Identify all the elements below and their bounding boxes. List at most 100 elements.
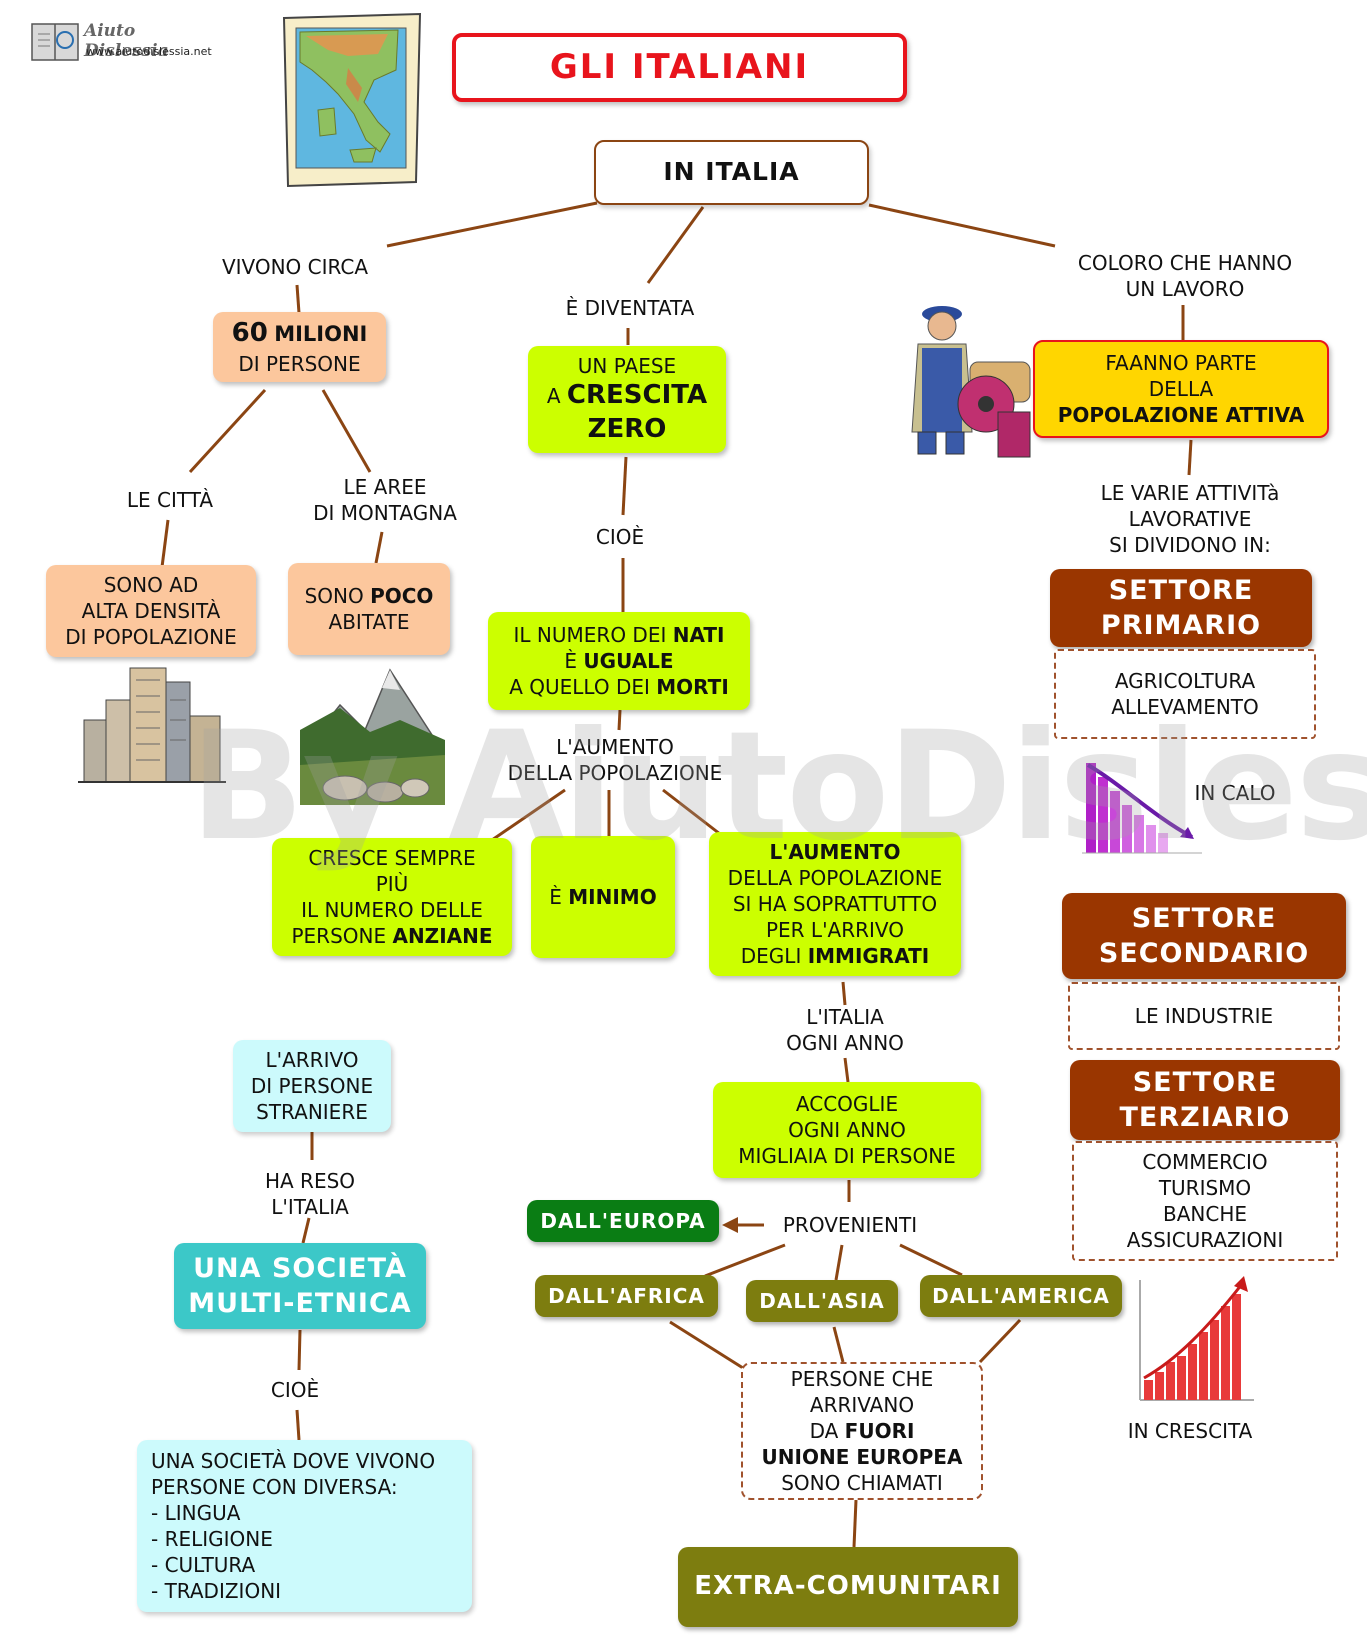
settore-secondario-items: LE INDUSTRIE — [1068, 982, 1340, 1050]
node-nati-line3-a: A QUELLO DEI — [509, 675, 657, 699]
settore-primario: SETTORE PRIMARIO — [1050, 569, 1312, 647]
settore-terziario-line1: SETTORE — [1132, 1066, 1278, 1098]
terziario-item-2: TURISMO — [1158, 1176, 1252, 1200]
link-italia-ogni-anno: L'ITALIA OGNI ANNO — [760, 1004, 930, 1056]
label-in-crescita: IN CRESCITA — [1127, 1419, 1253, 1443]
node-dall-america-text: DALL'AMERICA — [932, 1284, 1110, 1308]
node-extra-comunitari: EXTRA-COMUNITARI — [678, 1547, 1018, 1627]
settore-primario-line2: PRIMARIO — [1100, 610, 1262, 641]
node-dall-europa: DALL'EUROPA — [527, 1200, 719, 1242]
secondario-item-1: LE INDUSTRIE — [1134, 1004, 1274, 1028]
page-title-text: GLI ITALIANI — [549, 47, 810, 88]
node-minimo-a: È — [549, 885, 569, 909]
node-60-number: 60 — [231, 318, 268, 349]
node-attiva-line2: DELLA — [1148, 377, 1214, 401]
link-italia-line2: OGNI ANNO — [786, 1031, 904, 1055]
terziario-item-3: BANCHE — [1162, 1202, 1247, 1226]
node-fuori-line3: DA FUORI — [810, 1418, 915, 1444]
node-immig-bold: IMMIGRATI — [807, 944, 930, 968]
primario-item-1: AGRICOLTURA — [1114, 669, 1256, 693]
settore-secondario-line2: SECONDARIO — [1098, 938, 1310, 969]
node-dall-asia: DALL'ASIA — [746, 1280, 898, 1322]
node-poco-pre: SONO — [304, 584, 371, 608]
node-poco-abitate: SONO POCO ABITATE — [288, 563, 450, 655]
node-nati-line2: È UGUALE — [564, 648, 673, 674]
link-provenienti: PROVENIENTI — [782, 1213, 918, 1237]
node-immig-line1: L'AUMENTO — [769, 840, 901, 864]
node-arrivo-line3: STRANIERE — [256, 1100, 368, 1124]
logo[interactable]: Aiuto Dislessia www.aiutodislessia.net — [30, 20, 220, 66]
link-le-citta: LE CITTÀ — [126, 488, 214, 512]
book-icon — [31, 23, 79, 61]
node-alta-line3: DI POPOLAZIONE — [65, 625, 237, 649]
node-crescita-line2: A CRESCITA — [547, 379, 707, 413]
link-attivita-lavorative: LE VARIE ATTIVITà LAVORATIVE SI DIVIDONO… — [1060, 480, 1320, 558]
node-minimo-line: È MINIMO — [549, 884, 656, 910]
node-immig-line2: DELLA POPOLAZIONE — [727, 866, 943, 890]
node-multi-line2: MULTI-ETNICA — [188, 1288, 412, 1319]
node-arrivo-line2: DI PERSONE — [250, 1074, 374, 1098]
worker-illustration — [911, 306, 1031, 458]
node-crescita-bold2: ZERO — [587, 413, 667, 444]
node-accoglie-line3: MIGLIAIA DI PERSONE — [738, 1144, 956, 1168]
link-aumento-popolazione: L'AUMENTO DELLA POPOLAZIONE — [495, 734, 735, 786]
link-coloro-lavoro: COLORO CHE HANNO UN LAVORO — [1055, 250, 1315, 302]
node-poco-line1: SONO POCO — [305, 583, 434, 609]
node-anziane-line1: CRESCE SEMPRE — [308, 846, 476, 870]
city-buildings-illustration — [78, 667, 226, 783]
node-60-milioni: 60 MILIONI DI PERSONE — [213, 312, 386, 382]
node-dall-africa-text: DALL'AFRICA — [548, 1284, 705, 1308]
node-nati-line3: A QUELLO DEI MORTI — [509, 674, 729, 700]
node-morti-bold: MORTI — [656, 675, 729, 699]
node-fuori-line4: UNIONE EUROPEA — [761, 1445, 963, 1469]
node-anziane-line2: PIÙ — [375, 872, 409, 896]
node-fuori-ue: PERSONE CHE ARRIVANO DA FUORI UNIONE EUR… — [741, 1362, 983, 1500]
node-extra-text: EXTRA-COMUNITARI — [694, 1571, 1002, 1602]
link-e-diventata: È DIVENTATA — [565, 296, 695, 320]
node-immig-line3: SI HA SOPRATTUTTO — [732, 892, 938, 916]
link-coloro-line1: COLORO CHE HANNO — [1077, 251, 1293, 275]
link-aree-line2: DI MONTAGNA — [313, 501, 457, 525]
primario-item-2: ALLEVAMENTO — [1111, 695, 1259, 719]
link-aumento-line1: L'AUMENTO — [556, 735, 674, 759]
link-coloro-line2: UN LAVORO — [1125, 277, 1245, 301]
node-poco-line2: ABITATE — [328, 610, 410, 634]
node-dettaglio-line4: - RELIGIONE — [151, 1527, 273, 1551]
node-accoglie-line2: OGNI ANNO — [788, 1118, 906, 1142]
link-aumento-line2: DELLA POPOLAZIONE — [507, 761, 723, 785]
node-attiva-line3: POPOLAZIONE ATTIVA — [1057, 403, 1305, 427]
node-immigrati: L'AUMENTO DELLA POPOLAZIONE SI HA SOPRAT… — [709, 832, 961, 976]
link-attivita-line3: SI DIVIDONO IN: — [1109, 533, 1271, 557]
node-crescita-a: A — [546, 383, 567, 408]
node-dettaglio-line5: - CULTURA — [151, 1553, 256, 1577]
node-crescita-bold1: CRESCITA — [566, 379, 708, 410]
settore-terziario: SETTORE TERZIARIO — [1070, 1060, 1340, 1140]
link-vivono-circa: VIVONO CIRCA — [221, 255, 369, 279]
node-fuori-bold: FUORI — [844, 1419, 915, 1443]
node-anziane: CRESCE SEMPRE PIÙ IL NUMERO DELLE PERSON… — [272, 838, 512, 956]
node-dettaglio-line2: PERSONE CON DIVERSA: — [151, 1475, 398, 1499]
node-nati-line1: IL NUMERO DEI NATI — [514, 622, 725, 648]
node-60-line2: DI PERSONE — [238, 351, 361, 376]
node-dall-africa: DALL'AFRICA — [535, 1275, 718, 1317]
node-nati-bold: NATI — [672, 623, 725, 647]
node-alta-line2: ALTA DENSITÀ — [81, 599, 221, 623]
root-node: IN ITALIA — [594, 140, 869, 205]
node-attiva-line1: FAANNO PARTE — [1105, 351, 1257, 375]
link-attivita-line2: LAVORATIVE — [1128, 507, 1252, 531]
node-multi-line1: UNA SOCIETÀ — [193, 1252, 407, 1284]
node-societa-dettaglio: UNA SOCIETÀ DOVE VIVONO PERSONE CON DIVE… — [137, 1440, 472, 1612]
node-dall-america: DALL'AMERICA — [920, 1275, 1122, 1317]
root-node-text: IN ITALIA — [663, 157, 800, 187]
link-ha-reso: HA RESO L'ITALIA — [235, 1168, 385, 1220]
node-60-bold: MILIONI — [274, 322, 368, 347]
node-anziane-line4: PERSONE ANZIANE — [291, 923, 492, 949]
growth-chart-icon — [1139, 1276, 1254, 1401]
node-dall-asia-text: DALL'ASIA — [759, 1289, 885, 1313]
node-immig-line5: DEGLI IMMIGRATI — [741, 943, 929, 969]
page-title: GLI ITALIANI — [452, 33, 907, 102]
label-in-calo: IN CALO — [1194, 781, 1276, 805]
node-dettaglio-line3: - LINGUA — [151, 1501, 241, 1525]
node-anziane-line3: IL NUMERO DELLE — [301, 898, 483, 922]
terziario-item-1: COMMERCIO — [1142, 1150, 1268, 1174]
